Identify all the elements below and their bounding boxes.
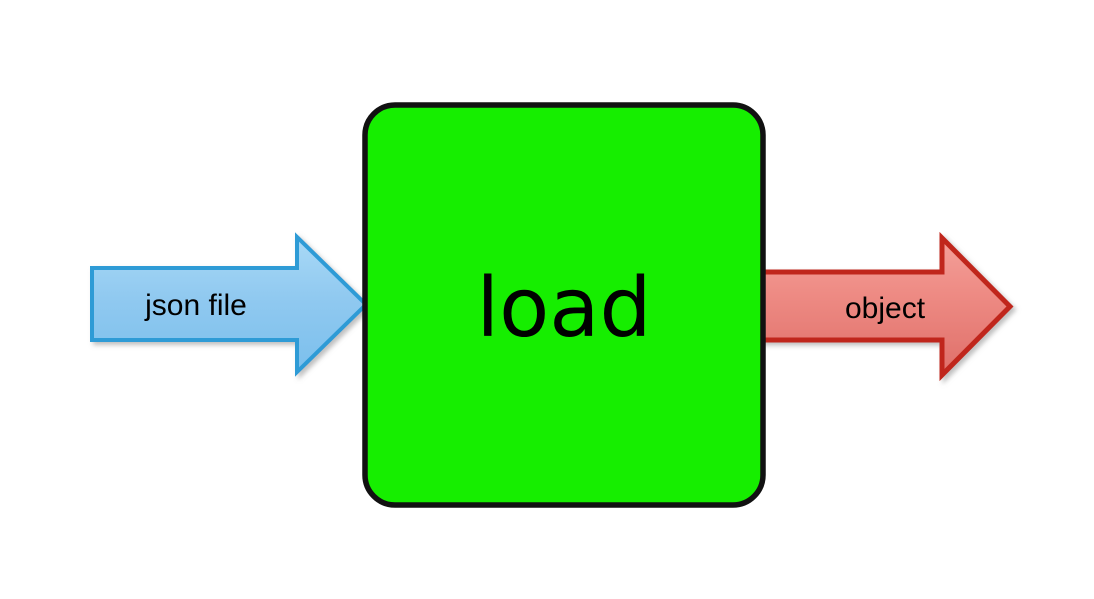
input-arrow[interactable]: json file	[90, 232, 369, 377]
load-process-label: load	[476, 261, 651, 356]
output-arrow[interactable]: object	[759, 231, 1014, 382]
input-arrow-shape[interactable]	[90, 232, 369, 377]
input-arrow-label: json file	[144, 289, 247, 322]
load-process-box[interactable]: load	[362, 102, 766, 508]
load-process-box-shape[interactable]	[362, 102, 766, 508]
output-arrow-shape[interactable]	[759, 231, 1014, 382]
output-arrow-label: object	[845, 292, 926, 325]
